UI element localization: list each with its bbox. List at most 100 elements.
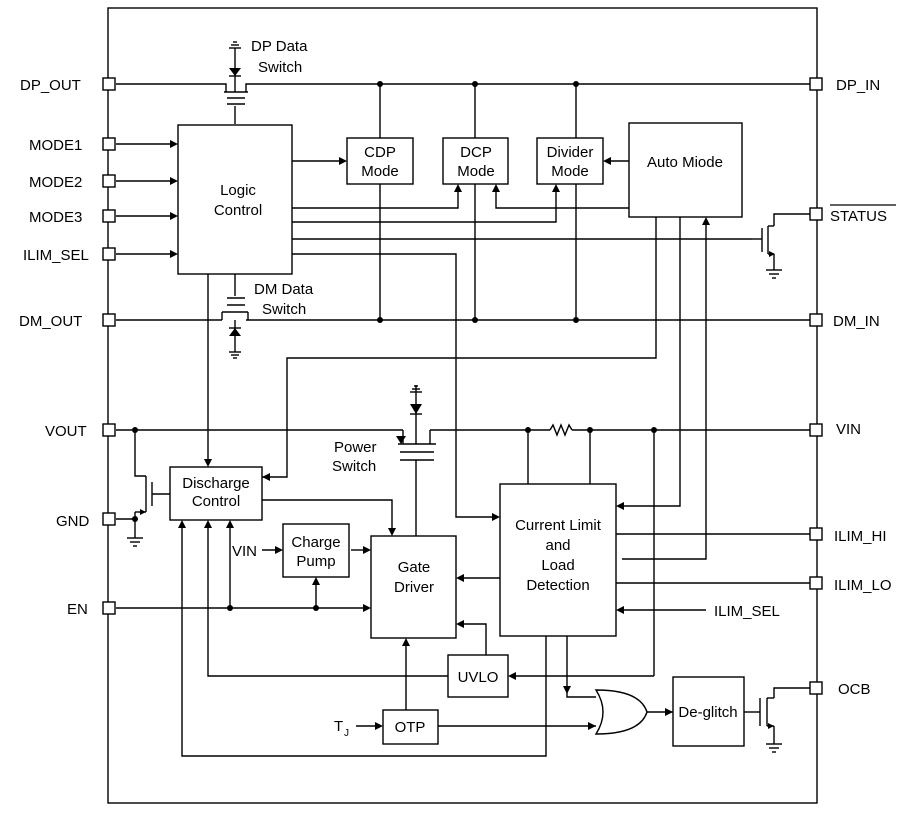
charge-pump-label-1: Charge xyxy=(291,534,340,551)
divider-mode-label-1: Divider xyxy=(547,144,594,161)
status-fet xyxy=(752,225,775,257)
pin-en xyxy=(102,601,116,615)
pin-label-ocb: OCB xyxy=(838,681,871,698)
wire-uvlo-gate xyxy=(462,623,487,655)
charge-pump-label-2: Pump xyxy=(296,553,335,570)
wire-ocb-drain xyxy=(773,687,810,698)
wire-status-drain xyxy=(773,213,810,226)
pin-label-dm-in: DM_IN xyxy=(833,313,880,330)
logic-control-block xyxy=(177,124,293,275)
pin-mode3 xyxy=(102,209,116,223)
ocb-ground-icon xyxy=(766,743,782,753)
wire-auto-discharge xyxy=(262,217,657,478)
cdp-mode-label-2: Mode xyxy=(361,163,399,180)
chip-outline xyxy=(107,7,818,804)
ilim-sel-internal-label: ILIM_SEL xyxy=(714,603,780,620)
dm-switch-label-1: DM Data xyxy=(254,281,314,298)
pin-mode1 xyxy=(102,137,116,151)
power-switch-label-1: Power xyxy=(334,439,377,456)
pin-label-mode3: MODE3 xyxy=(29,209,82,226)
pin-label-mode2: MODE2 xyxy=(29,174,82,191)
wire-curlim-or xyxy=(566,636,596,698)
discharge-fet xyxy=(135,476,153,515)
pin-dp-in xyxy=(809,77,823,91)
wire-dp-right xyxy=(245,83,810,92)
power-switch-label-2: Switch xyxy=(332,458,376,475)
pin-ocb xyxy=(809,681,823,695)
pin-label-vin: VIN xyxy=(836,421,861,438)
discharge-control-label-2: Control xyxy=(192,493,240,510)
current-limit-label-4: Detection xyxy=(526,577,589,594)
wire-curlim-discharge xyxy=(181,526,547,757)
wire-vout-discharge-fet xyxy=(134,430,146,477)
charge-pump-block xyxy=(282,523,350,578)
discharge-control-label-1: Discharge xyxy=(182,475,250,492)
otp-block xyxy=(382,709,439,745)
wire-logic-dcp xyxy=(292,192,459,209)
pin-status xyxy=(809,207,823,221)
pin-ilim-hi xyxy=(809,527,823,541)
gnd-ground-icon xyxy=(127,537,143,547)
wire-logic-curlim xyxy=(292,253,496,518)
pin-label-mode1: MODE1 xyxy=(29,137,82,154)
current-limit-block xyxy=(499,483,617,637)
vin-internal-label: VIN xyxy=(232,543,257,560)
wire-dp-left xyxy=(116,83,227,92)
logic-control-label-1: Logic xyxy=(220,182,256,199)
pin-dp-out xyxy=(102,77,116,91)
pin-label-en: EN xyxy=(67,601,88,618)
pin-ilim-sel xyxy=(102,247,116,261)
wire-uvlo-discharge xyxy=(207,526,448,677)
pin-dm-out xyxy=(102,313,116,327)
logic-control-label-2: Control xyxy=(214,202,262,219)
cdp-mode-label-1: CDP xyxy=(364,144,396,161)
discharge-control-block xyxy=(169,466,263,521)
pin-label-ilim-hi: ILIM_HI xyxy=(834,528,887,545)
junction-dots xyxy=(132,81,657,611)
auto-mode-block xyxy=(628,122,743,218)
dm-switch-label-2: Switch xyxy=(262,301,306,318)
pin-label-vout: VOUT xyxy=(45,423,87,440)
otp-label: OTP xyxy=(395,719,426,736)
wire-auto-dcp xyxy=(495,192,629,209)
gate-driver-block xyxy=(370,535,457,639)
pin-ilim-lo xyxy=(809,576,823,590)
wire-discharge-gate-driver xyxy=(262,499,393,530)
resistor-sense xyxy=(549,423,573,437)
current-limit-label-3: Load xyxy=(541,557,574,574)
cdp-mode-block xyxy=(346,137,414,185)
auto-mode-label: Auto Miode xyxy=(647,154,723,171)
wire-auto-curlim-a xyxy=(622,217,681,507)
pin-label-ilim-sel: ILIM_SEL xyxy=(23,247,89,264)
power-switch xyxy=(396,385,436,461)
tj-label: T xyxy=(334,718,343,735)
gate-driver-label-1: Gate xyxy=(398,559,431,576)
pin-vin xyxy=(809,423,823,437)
pin-label-status: STATUS xyxy=(830,208,887,225)
pin-label-ilim-lo: ILIM_LO xyxy=(834,577,892,594)
dp-switch-label-2: Switch xyxy=(258,59,302,76)
deglitch-block xyxy=(672,676,745,747)
wire-curlim-auto-b xyxy=(622,224,707,560)
pin-mode2 xyxy=(102,174,116,188)
pin-dm-in xyxy=(809,313,823,327)
pin-label-gnd: GND xyxy=(56,513,90,530)
ocb-fet xyxy=(759,697,774,729)
pin-gnd xyxy=(102,512,116,526)
tj-subscript: J xyxy=(344,728,349,739)
arrowheads xyxy=(170,140,710,730)
pin-label-dm-out: DM_OUT xyxy=(19,313,82,330)
wire-discharge-fet-gnd xyxy=(116,512,136,520)
wire-logic-div xyxy=(292,192,557,223)
dcp-mode-block xyxy=(442,137,509,185)
current-limit-label-1: Current Limit xyxy=(515,517,602,534)
uvlo-label: UVLO xyxy=(458,669,499,686)
divider-mode-label-2: Mode xyxy=(551,163,589,180)
dcp-mode-label-1: DCP xyxy=(460,144,492,161)
gate-driver-label-2: Driver xyxy=(394,579,434,596)
dm-data-switch xyxy=(221,297,249,359)
pin-label-dp-in: DP_IN xyxy=(836,77,880,94)
dcp-mode-label-2: Mode xyxy=(457,163,495,180)
